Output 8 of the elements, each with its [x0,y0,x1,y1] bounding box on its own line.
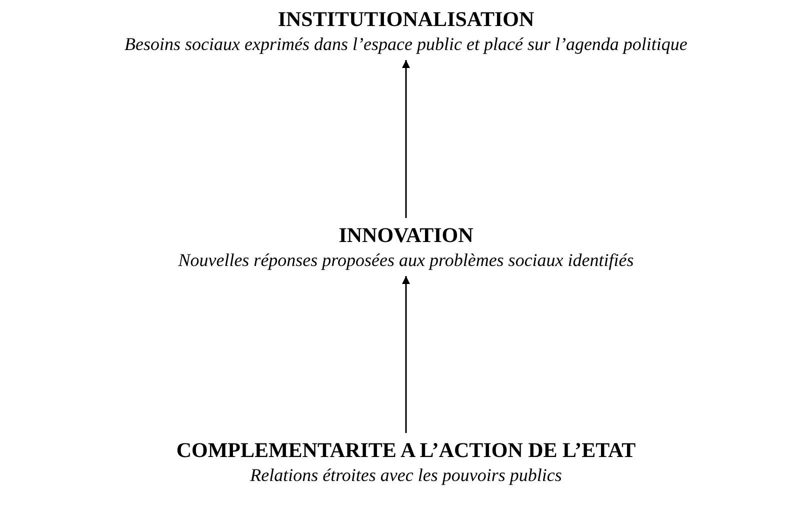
heading: INSTITUTIONALISATION [278,6,534,32]
description: Besoins sociaux exprimés dans l’espace public et placé sur l’agenda politique [124,33,688,56]
heading: INNOVATION [338,222,474,248]
arrow [402,276,410,433]
description: Nouvelles réponses proposées aux problèmes sociaux identifiés [178,249,634,272]
arrow [402,60,410,218]
description: Relations étroites avec les pouvoirs publics [250,464,562,487]
heading: COMPLEMENTARITE A L’ACTION DE L’ETAT [176,437,636,463]
